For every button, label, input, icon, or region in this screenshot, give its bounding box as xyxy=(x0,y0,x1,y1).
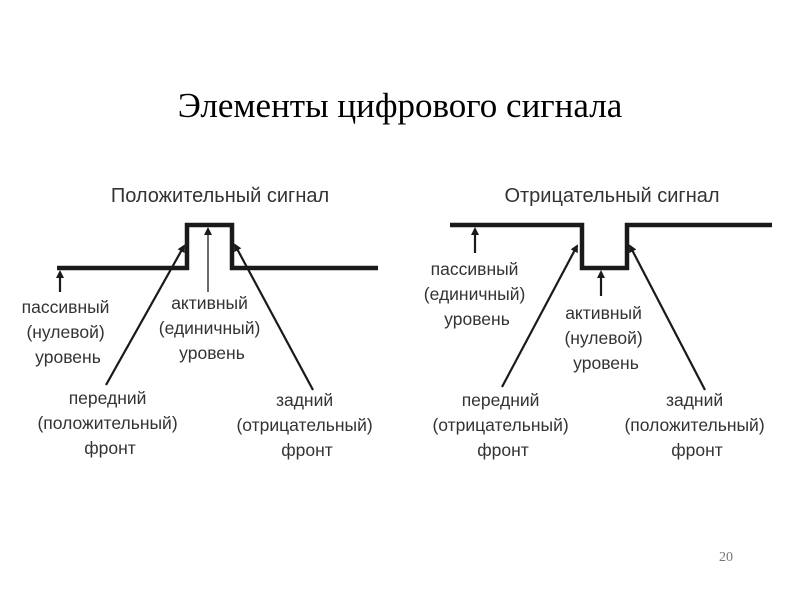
passive-level-label: пассивный (нулевой) уровень xyxy=(22,297,115,367)
leading-edge-arrow xyxy=(105,244,185,386)
active-level-label: активный (нулевой) уровень xyxy=(564,303,647,373)
page-number: 20 xyxy=(719,550,733,565)
active-level-label: активный (единичный) уровень xyxy=(159,293,265,363)
positive-signal-diagram: Положительный сигнал пассивный (нулевой)… xyxy=(22,185,378,460)
trailing-edge-arrow xyxy=(234,243,314,391)
passive-level-label: пассивный (единичный) уровень xyxy=(424,259,530,329)
negative-signal-waveform xyxy=(450,222,772,271)
negative-signal-heading: Отрицательный сигнал xyxy=(504,185,719,207)
negative-signal-diagram: Отрицательный сигнал пассивный (единичны… xyxy=(424,185,772,460)
leading-edge-arrow xyxy=(501,244,578,388)
trailing-edge-arrow xyxy=(629,244,706,391)
positive-signal-waveform xyxy=(57,222,378,271)
trailing-edge-label: задний (положительный) фронт xyxy=(624,390,769,460)
positive-signal-heading: Положительный сигнал xyxy=(111,185,329,207)
trailing-edge-label: задний (отрицательный) фронт xyxy=(236,390,377,460)
leading-edge-label: передний (отрицательный) фронт xyxy=(432,390,573,460)
slide-title: Элементы цифрового сигнала xyxy=(178,86,623,125)
leading-edge-label: передний (положительный) фронт xyxy=(37,388,182,458)
